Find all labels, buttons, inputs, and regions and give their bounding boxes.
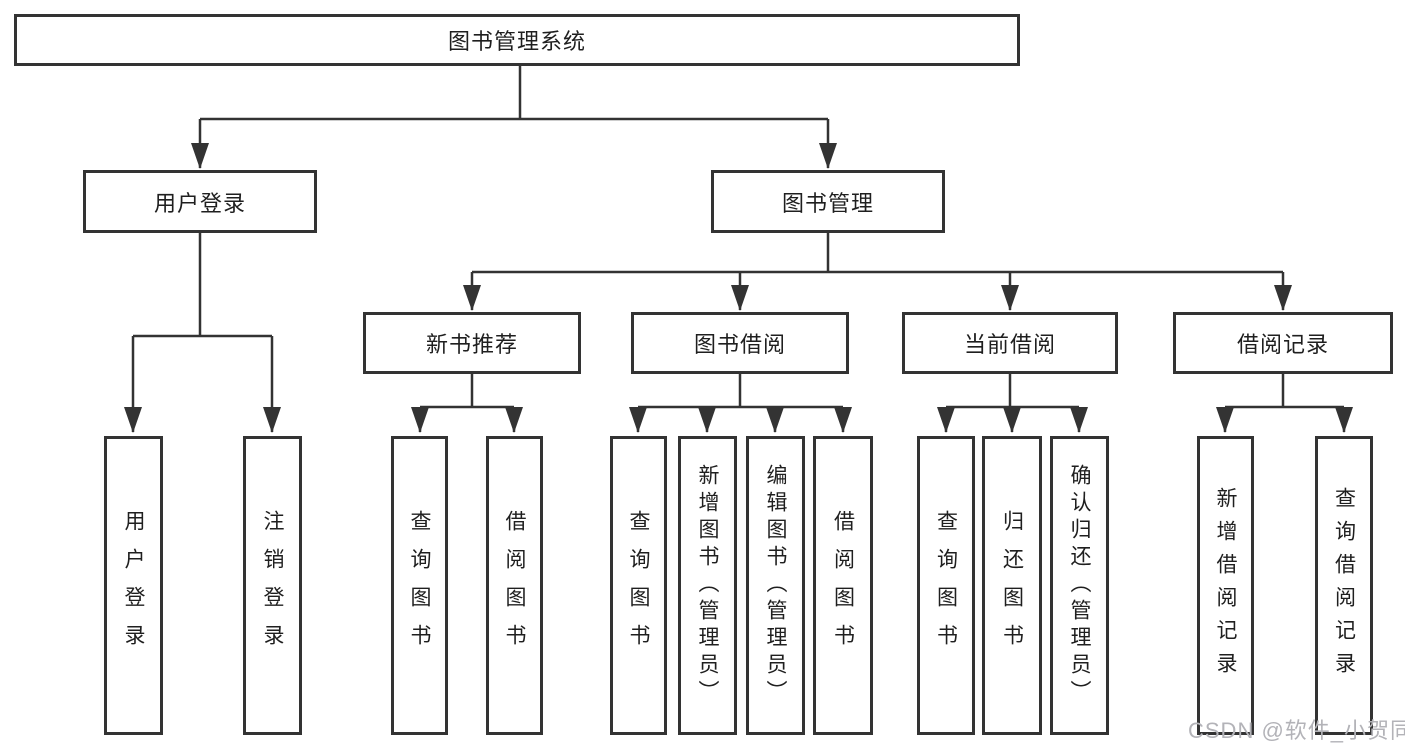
leaf-recommend-query-books-label: 查询图书 <box>408 509 432 662</box>
leaf-recommend-borrow-books-label: 借阅图书 <box>503 509 527 662</box>
node-root-label: 图书管理系统 <box>447 29 586 54</box>
node-current-borrowing-label: 当前借阅 <box>963 332 1056 357</box>
leaf-logout-label: 注销登录 <box>261 509 285 662</box>
node-book-management: 图书管理 <box>711 170 945 233</box>
leaf-current-query-books-label: 查询图书 <box>934 509 958 662</box>
leaf-add-borrow-record-label: 新增借阅记录 <box>1214 486 1238 685</box>
leaf-add-books-admin: 新增图书（管理员） <box>678 436 737 735</box>
node-root-system: 图书管理系统 <box>14 14 1020 66</box>
leaf-borrowing-query-books-label: 查询图书 <box>627 509 651 662</box>
leaf-return-books: 归还图书 <box>982 436 1042 735</box>
leaf-return-books-label: 归还图书 <box>1000 509 1024 662</box>
leaf-borrow-books-label: 借阅图书 <box>831 509 855 662</box>
node-book-borrowing-label: 图书借阅 <box>693 332 786 357</box>
leaf-edit-books-admin: 编辑图书（管理员） <box>746 436 805 735</box>
leaf-current-query-books: 查询图书 <box>917 436 975 735</box>
node-book-borrowing: 图书借阅 <box>631 312 849 374</box>
node-new-book-recommend-label: 新书推荐 <box>425 332 518 357</box>
node-borrowing-records: 借阅记录 <box>1173 312 1393 374</box>
node-current-borrowing: 当前借阅 <box>902 312 1118 374</box>
leaf-logout: 注销登录 <box>243 436 302 735</box>
leaf-add-books-admin-label: 新增图书（管理员） <box>696 464 720 707</box>
csdn-watermark: CSDN @软件_小贺同学 <box>1188 718 1405 743</box>
leaf-confirm-return-admin: 确认归还（管理员） <box>1050 436 1109 735</box>
leaf-add-borrow-record: 新增借阅记录 <box>1197 436 1254 735</box>
node-borrowing-records-label: 借阅记录 <box>1236 332 1329 357</box>
leaf-user-login: 用户登录 <box>104 436 163 735</box>
leaf-query-borrow-record: 查询借阅记录 <box>1315 436 1373 735</box>
leaf-recommend-query-books: 查询图书 <box>391 436 448 735</box>
leaf-query-borrow-record-label: 查询借阅记录 <box>1332 486 1356 685</box>
leaf-borrowing-query-books: 查询图书 <box>610 436 667 735</box>
leaf-recommend-borrow-books: 借阅图书 <box>486 436 543 735</box>
node-user-login: 用户登录 <box>83 170 317 233</box>
leaf-borrow-books: 借阅图书 <box>813 436 873 735</box>
node-user-login-label: 用户登录 <box>153 190 246 216</box>
node-new-book-recommend: 新书推荐 <box>363 312 581 374</box>
node-book-management-label: 图书管理 <box>781 190 874 216</box>
leaf-edit-books-admin-label: 编辑图书（管理员） <box>764 464 788 707</box>
leaf-confirm-return-admin-label: 确认归还（管理员） <box>1068 464 1092 707</box>
leaf-user-login-label: 用户登录 <box>122 509 146 662</box>
